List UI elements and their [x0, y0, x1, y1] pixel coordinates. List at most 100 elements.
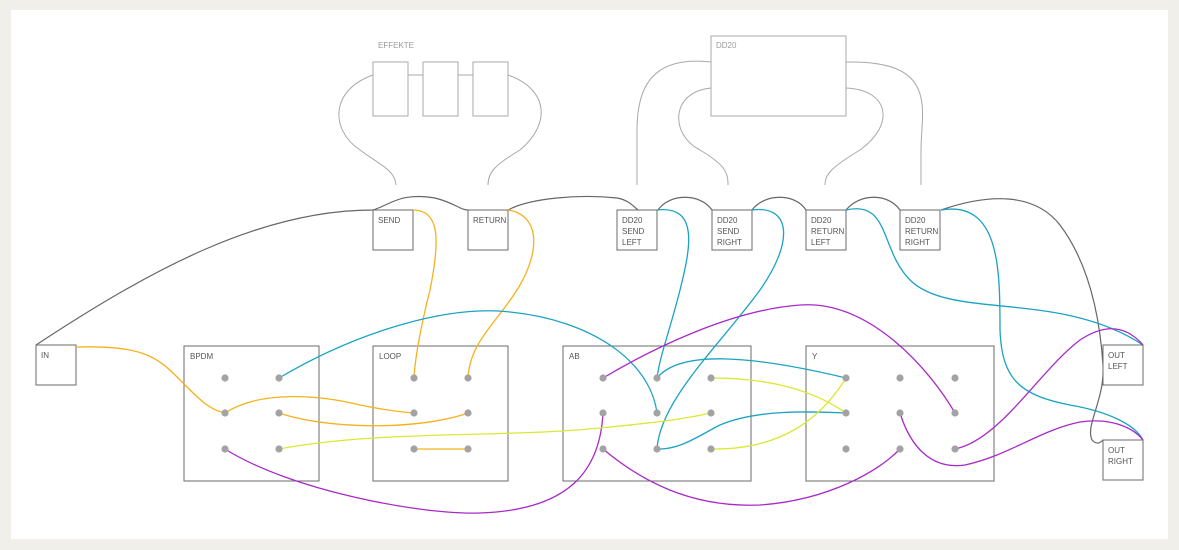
dd20-cable-return-left [824, 87, 884, 186]
bpdm-to-loop-out-cable [278, 412, 469, 427]
dd20-send-right-line-2: SEND [717, 227, 739, 236]
effects-group [338, 61, 542, 186]
out-right-line-2: RIGHT [1108, 457, 1133, 466]
ab-jack-4[interactable] [599, 409, 607, 417]
out-right-line-1: OUT [1108, 446, 1125, 455]
dd20-box [710, 35, 847, 117]
effect-box-2 [422, 61, 459, 117]
ab-jack-7[interactable] [599, 445, 607, 453]
bpdm-jack-1[interactable] [221, 374, 229, 382]
out-right-box [1102, 439, 1144, 481]
dd20-send-left-to-ab-cable [656, 209, 690, 379]
return-box [467, 209, 509, 251]
yellow-cables [278, 377, 847, 450]
loop-label: LOOP [379, 352, 401, 361]
bpdm-to-ab-bottom-cable [224, 412, 604, 514]
ab-to-y-arc-cable [602, 304, 956, 414]
y-jack-9[interactable] [951, 445, 959, 453]
orange-cables [75, 209, 535, 450]
bpdm-label: BPDM [190, 352, 213, 361]
ab-label: AB [569, 352, 580, 361]
dd20-send-left-to-right-cable [657, 196, 713, 211]
dd20-send-right-to-return-left-cable [751, 196, 807, 211]
out-left-line-1: OUT [1108, 351, 1125, 360]
send-box [372, 209, 414, 251]
dd20-return-left-to-right-cable [845, 196, 901, 211]
y-jack-5[interactable] [896, 409, 904, 417]
dd20-cable-send-left [636, 60, 712, 185]
y-label: Y [812, 352, 818, 361]
effect-box-1 [372, 61, 409, 117]
ab-to-y-cross-1-cable [710, 377, 847, 414]
dd20-send-left-box [616, 209, 658, 251]
return-label: RETURN [473, 216, 507, 225]
dd20-send-left-line-3: LEFT [622, 238, 642, 247]
effects-label: EFFEKTE [378, 41, 414, 50]
y-jack-1[interactable] [842, 374, 850, 382]
dd20-return-right-line-3: RIGHT [905, 238, 930, 247]
ab-to-y-bottom-cable [602, 448, 901, 506]
dd20-return-left-to-out-left-cable [845, 208, 1144, 346]
dd20-send-left-line-2: SEND [622, 227, 644, 236]
bpdm-jack-2[interactable] [275, 374, 283, 382]
y-to-out-left-cable [954, 328, 1144, 450]
return-to-dd20-send-left-cable [507, 195, 639, 211]
y-jack-7[interactable] [842, 445, 850, 453]
dd20-send-right-line-1: DD20 [717, 216, 738, 225]
dd20-cable-send-right [678, 87, 729, 186]
dd20-return-left-line-3: LEFT [811, 238, 831, 247]
jacks [221, 374, 959, 453]
ab-jack-2[interactable] [653, 374, 661, 382]
purple-cables [224, 304, 1144, 514]
ab-jack-9[interactable] [707, 445, 715, 453]
bpdm-jack-6[interactable] [275, 445, 283, 453]
effect-box-3 [472, 61, 509, 117]
loop-jack-5[interactable] [410, 445, 418, 453]
loop-jack-2[interactable] [464, 374, 472, 382]
loop-jack-6[interactable] [464, 445, 472, 453]
loop-jack-3[interactable] [410, 409, 418, 417]
loop-jack-4[interactable] [464, 409, 472, 417]
in-box [35, 344, 77, 386]
y-jack-8[interactable] [896, 445, 904, 453]
y-jack-6[interactable] [951, 409, 959, 417]
ab-jack-8[interactable] [653, 445, 661, 453]
ab-jack-1[interactable] [599, 374, 607, 382]
dd20-send-right-line-3: RIGHT [717, 238, 742, 247]
effect-cable-send [338, 74, 397, 186]
dd20-send-right-to-ab-cable [656, 208, 785, 450]
y-jack-2[interactable] [896, 374, 904, 382]
ab-jack-3[interactable] [707, 374, 715, 382]
dd20-cable-return-right [845, 61, 924, 185]
dd20-return-left-box [805, 209, 847, 251]
loop-box [372, 345, 509, 482]
dd20-label: DD20 [716, 41, 737, 50]
bpdm-jack-3[interactable] [221, 409, 229, 417]
loop-jack-1[interactable] [410, 374, 418, 382]
in-label: IN [41, 351, 49, 360]
out-left-box [1102, 344, 1144, 386]
bpdm-to-ab-yellow-cable [278, 412, 712, 450]
dd20-return-left-line-2: RETURN [811, 227, 845, 236]
bpdm-to-ab-cable [278, 310, 658, 414]
bpdm-jack-4[interactable] [275, 409, 283, 417]
dd20-return-right-box [899, 209, 941, 251]
ab-jack-6[interactable] [707, 409, 715, 417]
out-left-line-2: LEFT [1108, 362, 1128, 371]
ab-to-y-cross-2-cable [710, 377, 847, 450]
ab-jack-5[interactable] [653, 409, 661, 417]
dd20-return-left-line-1: DD20 [811, 216, 832, 225]
dd20-send-left-line-1: DD20 [622, 216, 643, 225]
effect-cable-return [487, 74, 542, 186]
in-to-bpdm-cable [75, 346, 226, 414]
send-to-loop-cable [412, 209, 437, 379]
dd20-send-right-box [711, 209, 753, 251]
y-jack-3[interactable] [951, 374, 959, 382]
dd20-return-right-to-out-right-cable [940, 208, 1144, 441]
y-jack-4[interactable] [842, 409, 850, 417]
send-label: SEND [378, 216, 400, 225]
return-to-loop-cable [467, 209, 535, 379]
ab-to-y-top-cable [656, 358, 847, 379]
bpdm-jack-5[interactable] [221, 445, 229, 453]
